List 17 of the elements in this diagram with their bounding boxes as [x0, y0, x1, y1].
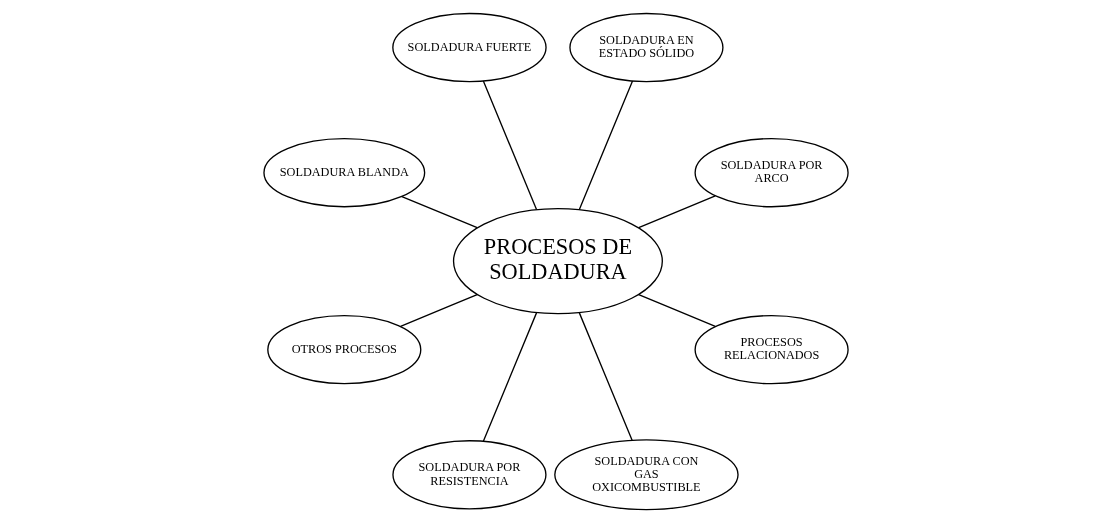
connector — [482, 311, 537, 442]
connector — [578, 311, 633, 441]
node-ellipse: SOLDADURA FUERTE — [391, 12, 547, 82]
node-ellipse: PROCESOS RELACIONADOS — [693, 314, 849, 384]
connector — [637, 194, 716, 228]
node-ellipse: OTROS PROCESOS — [266, 314, 421, 384]
connector — [578, 79, 633, 210]
connector — [482, 79, 537, 210]
node-ellipse: SOLDADURA BLANDA — [262, 137, 425, 207]
node-ellipse: SOLDADURA POR RESISTENCIA — [391, 439, 547, 510]
node-ellipse: SOLDADURA CON GAS OXICOMBUSTIBLE — [553, 438, 739, 510]
node-ellipse: SOLDADURA EN ESTADO SÓLIDO — [568, 12, 724, 82]
connector — [400, 195, 478, 228]
node-ellipse: PROCESOS DE SOLDADURA — [452, 207, 663, 314]
connector — [637, 293, 716, 327]
connector — [399, 293, 478, 327]
node-ellipse: SOLDADURA POR ARCO — [693, 137, 849, 207]
